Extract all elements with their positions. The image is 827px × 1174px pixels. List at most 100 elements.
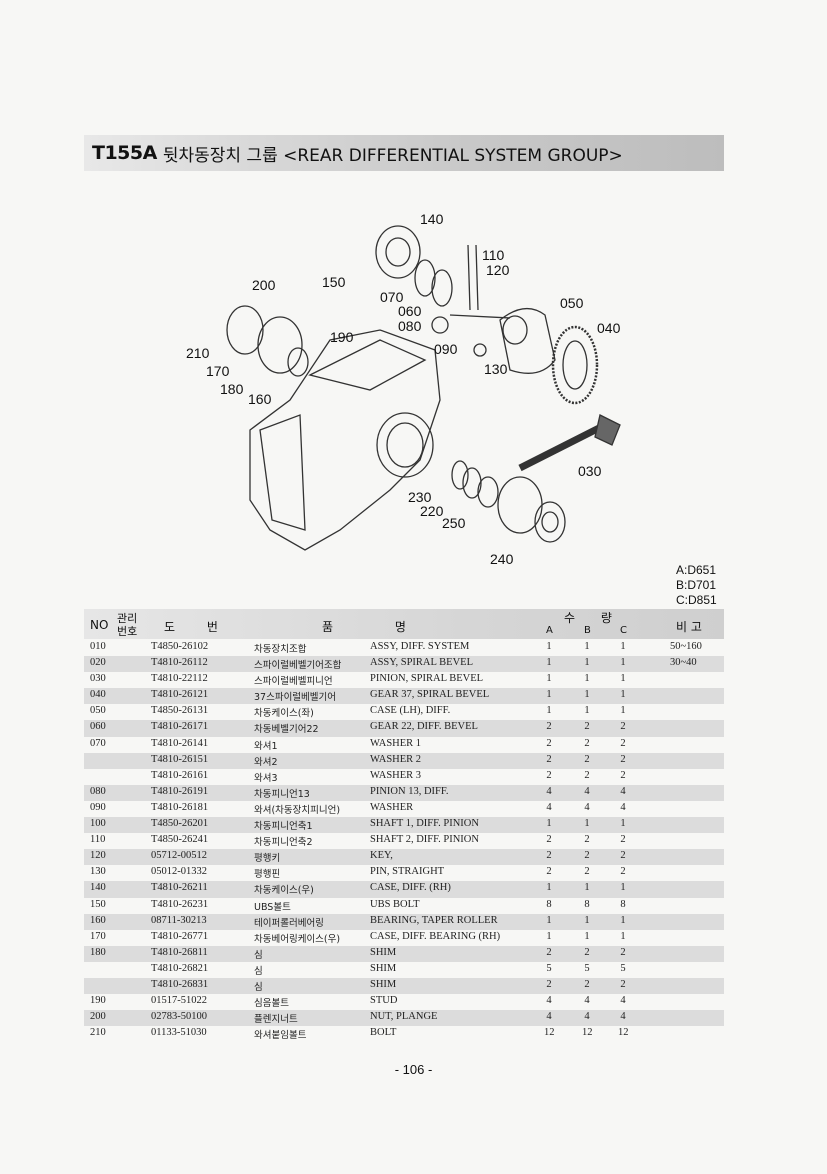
callout-210: 210 (186, 345, 210, 361)
diff-case-lh (499, 308, 556, 374)
part-name-korean: 테이퍼롤러베어링 (254, 917, 324, 929)
part-name-korean: 플렌지너트 (254, 1014, 298, 1026)
qty-c: 2 (620, 946, 626, 958)
qty-b: 1 (584, 689, 590, 701)
part-number: 02783-50100 (151, 1011, 207, 1023)
part-name-english: WASHER 3 (370, 769, 422, 781)
part-number: T4810-26151 (151, 753, 209, 765)
header-mgmt-bottom: 번호 (117, 625, 138, 638)
row-number: 130 (90, 866, 106, 878)
part-name-english: SHAFT 2, DIFF. PINION (370, 834, 479, 846)
part-name-korean: 와셔2 (254, 756, 278, 768)
model-b: B:D701 (676, 578, 717, 592)
qty-c: 1 (620, 914, 626, 926)
part-number: 05012-01332 (151, 866, 207, 878)
qty-c: 1 (620, 657, 626, 669)
qty-b: 1 (584, 930, 590, 942)
part-number: T4810-26821 (151, 962, 209, 974)
part-name-english: SHIM (370, 946, 397, 958)
part-number: T4810-26112 (151, 657, 208, 669)
row-number: 070 (90, 737, 106, 749)
part-name-korean: 와셔(차동장치피니언) (254, 804, 341, 816)
part-number: T4810-26161 (151, 769, 209, 781)
qty-c: 2 (620, 753, 626, 765)
qty-c: 1 (620, 818, 626, 830)
qty-a: 4 (546, 995, 552, 1007)
diff-case-rh (375, 225, 421, 279)
part-name-korean: 심음볼트 (254, 998, 289, 1010)
row-number: 210 (90, 1027, 106, 1039)
callout-250: 250 (442, 515, 466, 531)
part-number: T4810-26831 (151, 978, 209, 990)
part-name-korean: 스파이럴베벨기어조합 (254, 660, 342, 672)
section-title: 뒷차동장치 그룹 <REAR DIFFERENTIAL SYSTEM GROUP… (162, 145, 623, 166)
qty-b: 1 (584, 914, 590, 926)
row-number: 120 (90, 850, 106, 862)
part-name-english: WASHER 1 (370, 737, 422, 749)
remark: 30~40 (670, 657, 697, 669)
callout-230: 230 (408, 489, 432, 505)
qty-b: 8 (584, 898, 590, 910)
header-c: C (620, 625, 627, 636)
qty-c: 4 (620, 785, 626, 797)
qty-a: 1 (546, 705, 552, 717)
callout-220: 220 (420, 503, 444, 519)
qty-a: 2 (546, 834, 552, 846)
callout-160: 160 (248, 391, 272, 407)
part-number: 01517-51022 (151, 995, 207, 1007)
part-name-english: GEAR 22, DIFF. BEVEL (370, 721, 478, 733)
part-number: T4850-26201 (151, 818, 209, 830)
qty-b: 2 (584, 721, 590, 733)
part-name-english: WASHER (370, 801, 414, 813)
qty-b: 2 (584, 737, 590, 749)
header-part-no: 도 번 (164, 620, 218, 634)
part-name-english: CASE (LH), DIFF. (370, 705, 451, 717)
part-number: T4850-26241 (151, 834, 209, 846)
qty-b: 2 (584, 946, 590, 958)
callout-080: 080 (398, 318, 422, 334)
part-name-korean: 차동피니언축2 (254, 837, 313, 849)
qty-b: 2 (584, 978, 590, 990)
qty-c: 1 (620, 882, 626, 894)
part-number: T4850-26131 (151, 705, 209, 717)
part-number: T4810-26231 (151, 898, 209, 910)
part-name-korean: UBS볼트 (254, 901, 291, 913)
header-name: 품 명 (322, 620, 406, 634)
qty-a: 1 (546, 641, 552, 652)
row-number: 180 (90, 946, 106, 958)
qty-a: 4 (546, 801, 552, 813)
housing-outline (249, 329, 441, 551)
callout-150: 150 (322, 274, 346, 290)
part-name-korean: 심 (254, 949, 263, 961)
callout-240: 240 (490, 551, 514, 567)
part-name-korean: 와셔붙임볼트 (254, 1030, 307, 1042)
part-number: 01133-51030 (151, 1027, 207, 1039)
callout-090: 090 (434, 341, 458, 357)
callout-190: 190 (330, 329, 354, 345)
qty-c: 1 (620, 930, 626, 942)
qty-a: 1 (546, 930, 552, 942)
callout-030: 030 (578, 463, 602, 479)
housing-front (259, 414, 306, 531)
qty-a: 1 (546, 689, 552, 701)
qty-a: 1 (546, 818, 552, 830)
qty-b: 1 (584, 705, 590, 717)
part-name-english: CASE, DIFF. BEARING (RH) (370, 930, 501, 942)
qty-b: 2 (584, 753, 590, 765)
part-name-english: CASE, DIFF. (RH) (370, 882, 451, 894)
qty-b: 4 (584, 785, 590, 797)
part-name-english: SHIM (370, 962, 397, 974)
pinion-shaft (518, 421, 607, 472)
part-name-korean: 심 (254, 965, 263, 977)
part-name-korean: 심 (254, 981, 263, 993)
